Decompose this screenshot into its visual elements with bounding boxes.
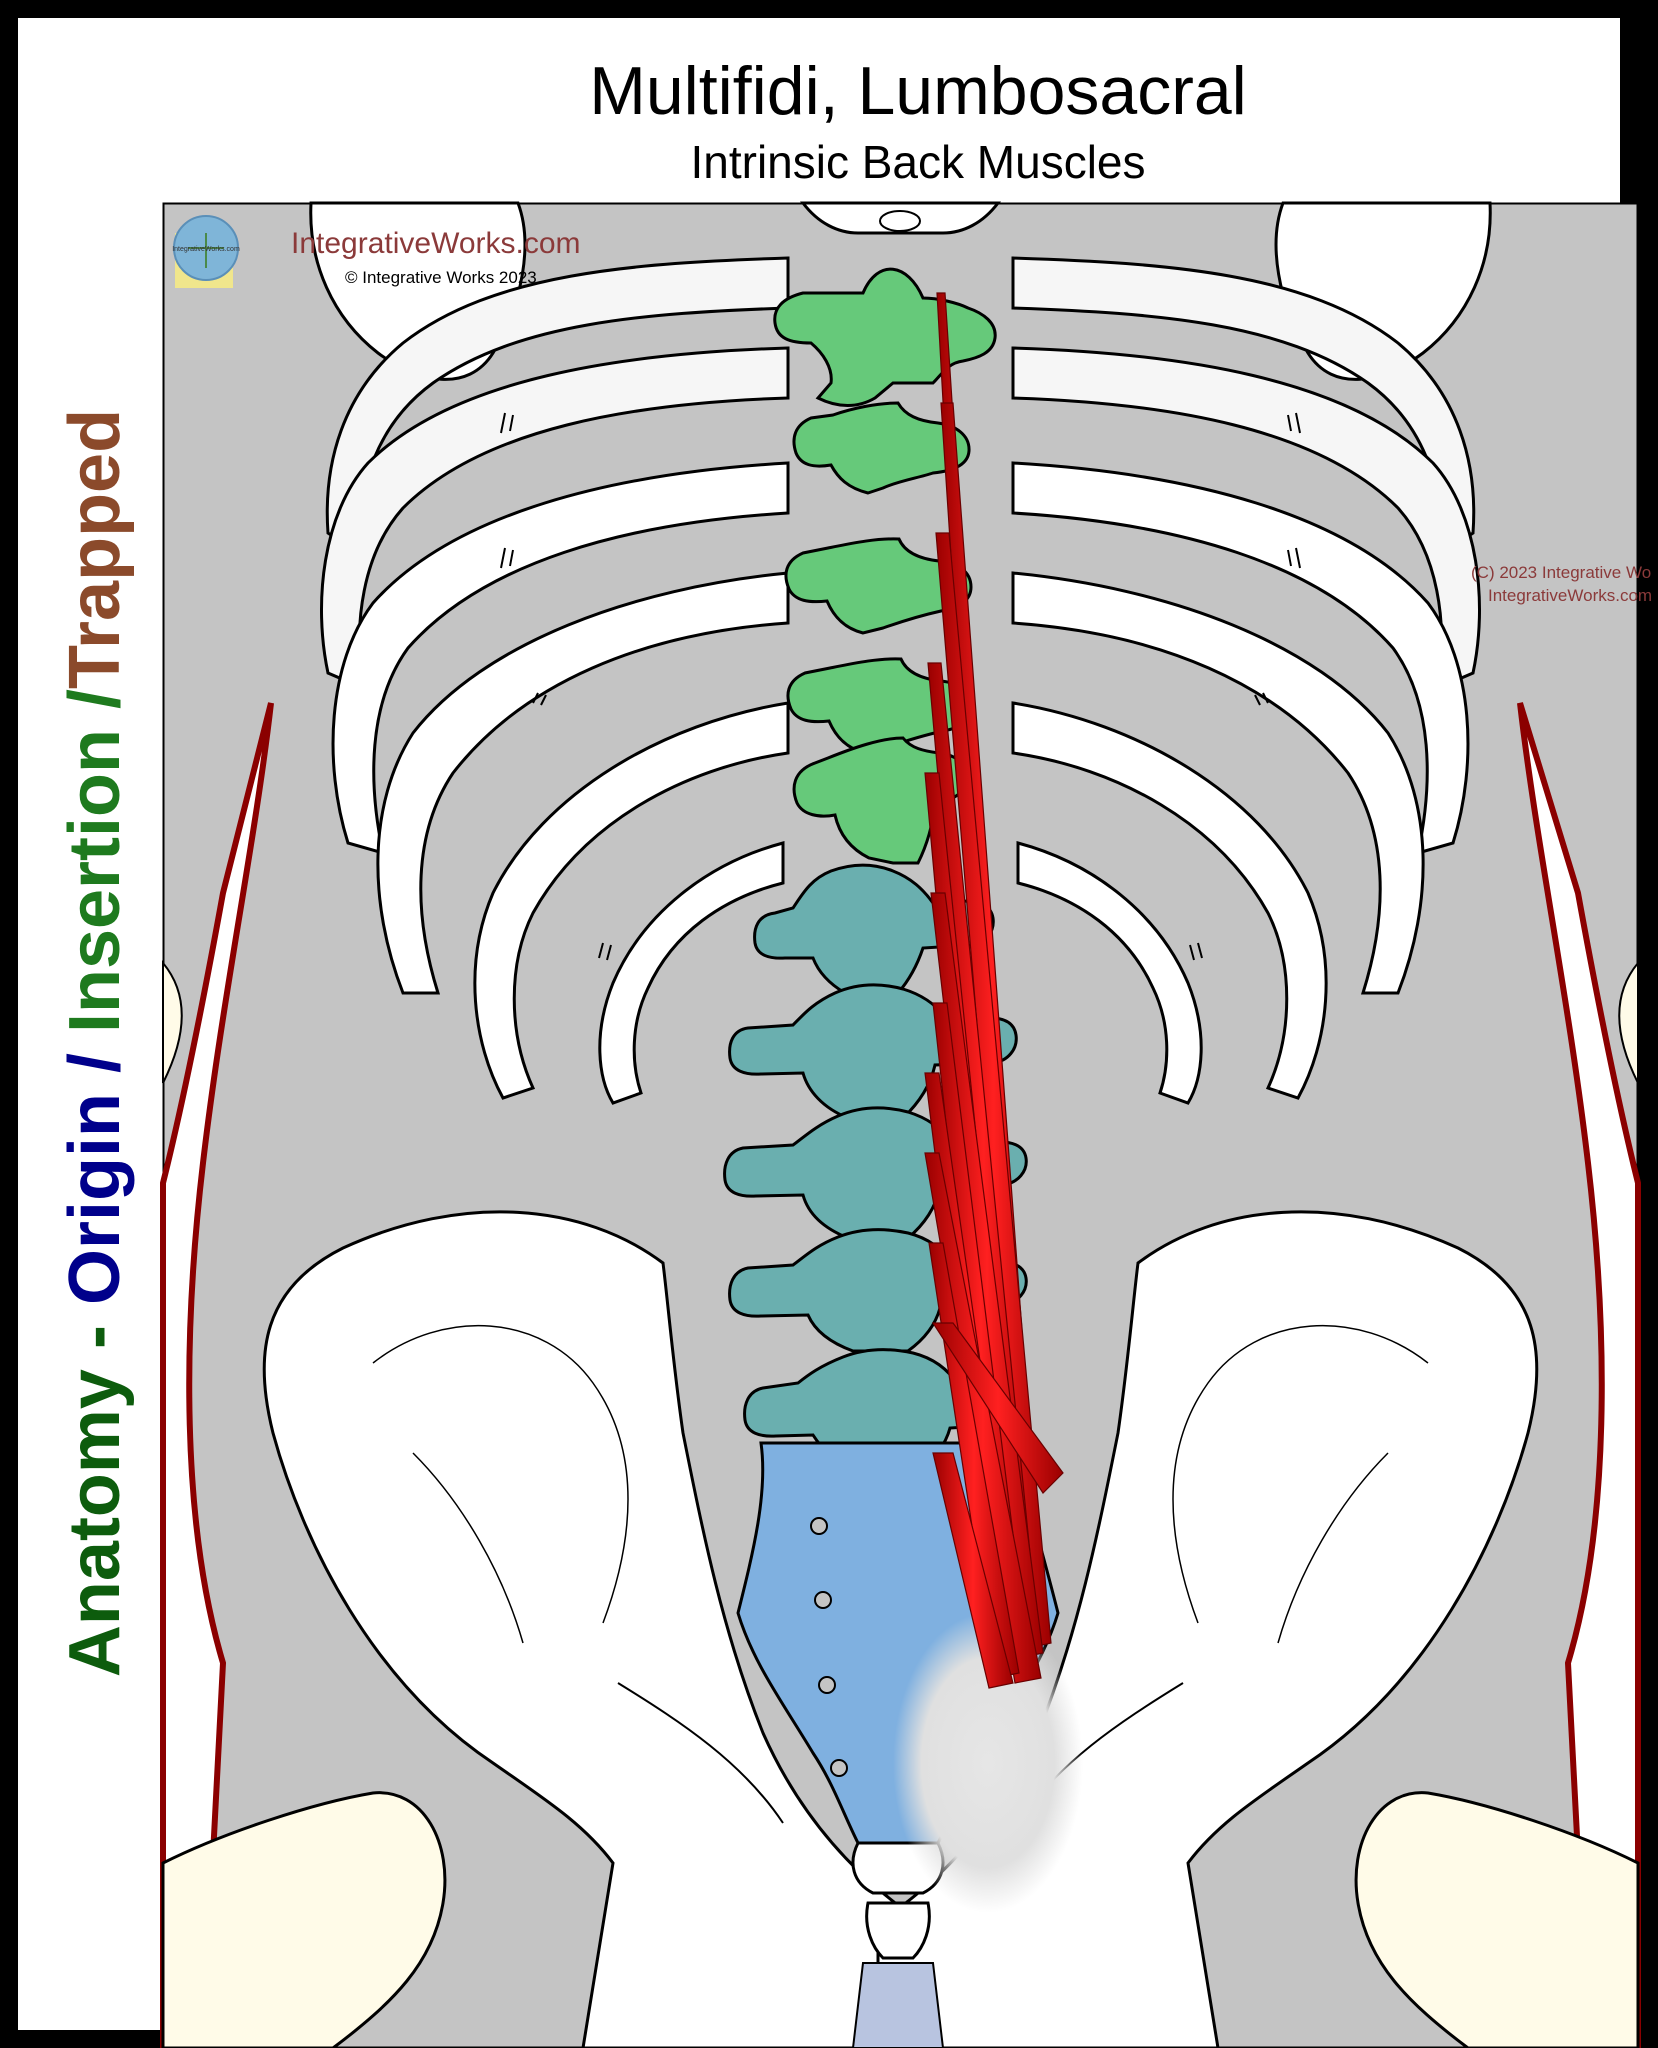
sidebar-separator: / xyxy=(55,688,135,729)
watermark-line1: (C) 2023 Integrative Wo xyxy=(1471,563,1651,582)
anatomy-label: Anatomy xyxy=(55,1369,135,1678)
body-outline xyxy=(160,702,1641,2048)
sidebar-separator: / xyxy=(55,1033,135,1094)
sidebar-label-text: Anatomy - Origin / Insertion /Trapped xyxy=(54,409,136,1677)
coccyx-base xyxy=(851,1962,945,2048)
trapped-label: Trapped xyxy=(55,408,135,689)
thoracic-vertebrae xyxy=(773,267,997,865)
top-vertebra-process xyxy=(879,210,921,232)
ribs xyxy=(320,256,1481,1105)
insertion-label: Insertion xyxy=(55,729,135,1034)
right-arm-edge xyxy=(1618,960,1639,1084)
brand-site: IntegrativeWorks.com xyxy=(291,227,581,260)
sidebar-separator: - xyxy=(55,1305,135,1370)
logo: IntegrativeWorks.com xyxy=(172,215,240,288)
sidebar-label: Anatomy - Origin / Insertion /Trapped xyxy=(40,398,150,1688)
origin-label: Origin xyxy=(55,1093,135,1306)
page-frame: Multifidi, Lumbosacral Intrinsic Back Mu… xyxy=(18,18,1652,2048)
brand-copyright: © Integrative Works 2023 xyxy=(345,268,537,287)
rib-marks xyxy=(500,412,1301,961)
page-title: Multifidi, Lumbosacral xyxy=(589,53,1247,129)
right-femur xyxy=(1354,1791,1640,2048)
left-femur xyxy=(161,1791,447,2048)
page-subtitle: Intrinsic Back Muscles xyxy=(690,135,1146,188)
multifidus-muscle xyxy=(924,292,1064,1689)
tendon-attachment xyxy=(893,1613,1083,1913)
logo-text: IntegrativeWorks.com xyxy=(172,246,240,253)
left-arm-edge xyxy=(162,960,183,1084)
header: Multifidi, Lumbosacral Intrinsic Back Mu… xyxy=(178,54,1658,189)
coccyx-lower xyxy=(865,1901,931,1960)
anatomy-illustration: IntegrativeWorks.com IntegrativeWorks.co… xyxy=(160,201,1652,2048)
watermark-line2: IntegrativeWorks.com xyxy=(1488,586,1652,605)
